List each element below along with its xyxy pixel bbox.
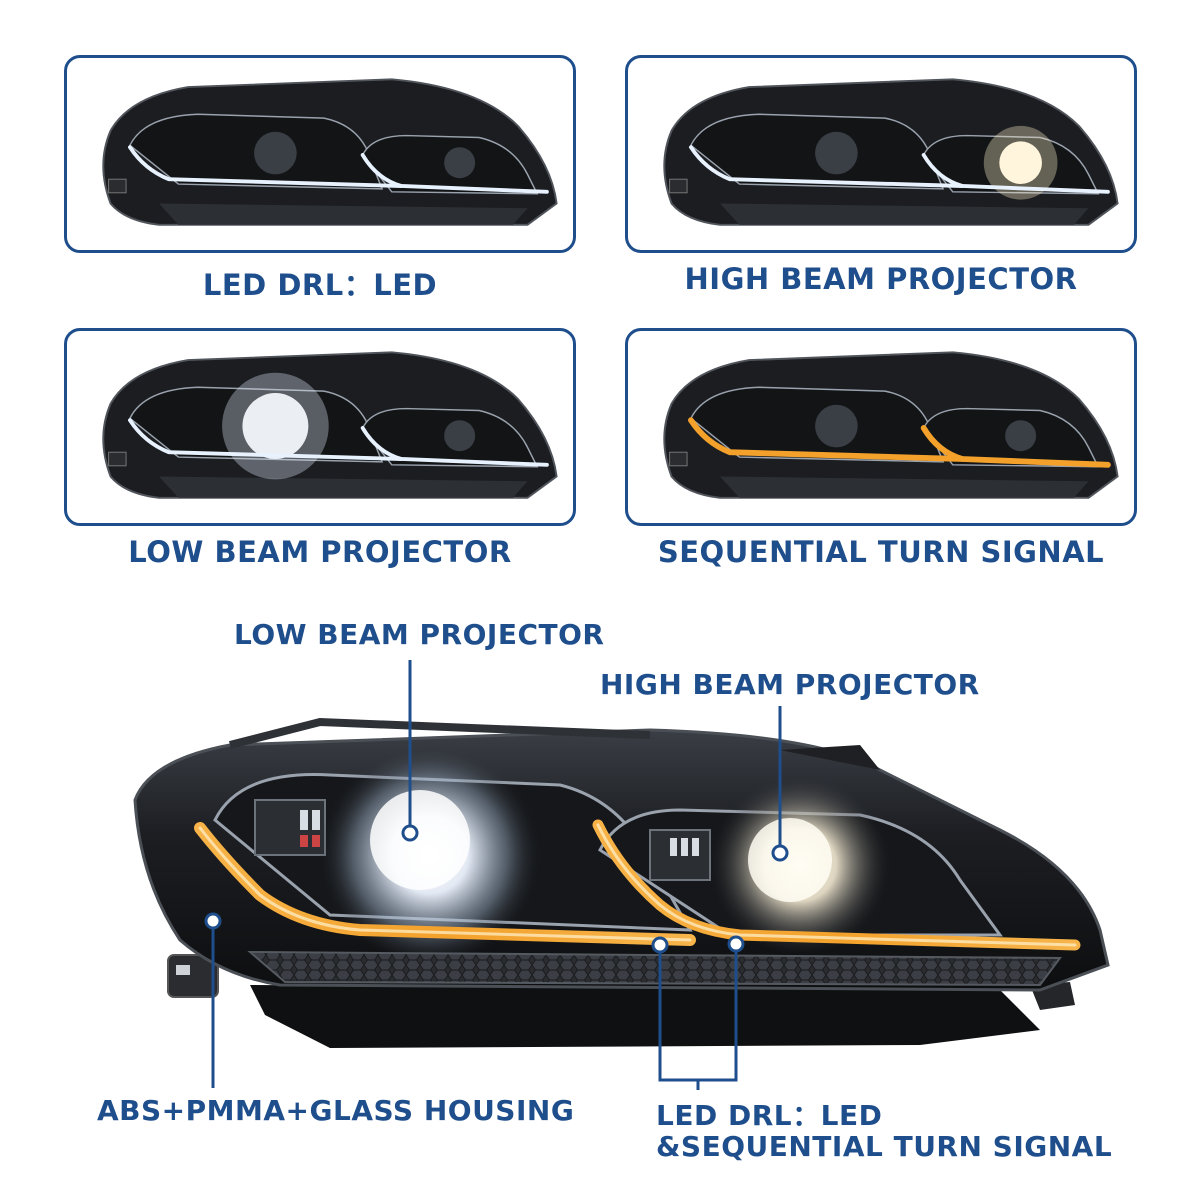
honeycomb-strip bbox=[247, 950, 1062, 987]
mini-low-beam-halo bbox=[222, 372, 329, 480]
mini-drl-right bbox=[920, 425, 1111, 468]
mini-drl-left bbox=[688, 417, 966, 462]
mini-low-beam bbox=[815, 131, 858, 175]
mini-drl-left bbox=[689, 145, 965, 188]
caption-led-drl: LED DRL：LED bbox=[202, 268, 438, 302]
marker-low-beam bbox=[401, 824, 419, 842]
mini-low-beam bbox=[242, 393, 309, 459]
caption-turn-signal: SEQUENTIAL TURN SIGNAL bbox=[657, 535, 1105, 569]
callout-drl-line2: &SEQUENTIAL TURN SIGNAL bbox=[656, 1130, 1113, 1163]
panel-low-beam bbox=[64, 328, 576, 526]
callout-drl-line1: LED DRL：LED bbox=[656, 1099, 883, 1132]
marker-housing bbox=[204, 912, 222, 930]
mini-high-beam bbox=[444, 147, 476, 179]
headlight-image-turn-signal bbox=[663, 351, 1119, 499]
housing-bottom bbox=[250, 985, 1040, 1048]
caption-high-beam: HIGH BEAM PROJECTOR bbox=[684, 262, 1078, 296]
mini-honeycomb bbox=[159, 203, 528, 225]
caption-low-beam: LOW BEAM PROJECTOR bbox=[128, 535, 512, 569]
mini-low-beam bbox=[815, 404, 858, 448]
mini-mount-tab bbox=[669, 451, 688, 467]
headlight-image-low-beam bbox=[102, 351, 558, 499]
headlight-image-drl bbox=[102, 78, 558, 226]
mini-high-beam-halo bbox=[983, 125, 1058, 200]
mini-honeycomb bbox=[720, 476, 1089, 498]
panel-led-drl bbox=[64, 55, 576, 253]
led-module-left bbox=[254, 799, 326, 856]
mini-drl-left bbox=[128, 418, 404, 461]
headlight-image-high-beam bbox=[663, 78, 1119, 226]
mini-mount-tab bbox=[669, 178, 688, 194]
headlight-hero-image bbox=[133, 660, 1110, 1090]
mini-honeycomb bbox=[159, 476, 528, 498]
mini-high-beam bbox=[999, 141, 1042, 185]
panel-high-beam bbox=[625, 55, 1137, 253]
panel-turn-signal bbox=[625, 328, 1137, 526]
mini-mount-tab bbox=[108, 178, 127, 194]
led-module-right bbox=[649, 829, 711, 881]
mini-honeycomb bbox=[720, 203, 1089, 225]
mini-drl-left bbox=[128, 145, 404, 188]
mini-high-beam bbox=[444, 420, 476, 452]
mini-mount-tab bbox=[108, 451, 127, 467]
callout-low-beam: LOW BEAM PROJECTOR bbox=[234, 618, 605, 651]
mini-drl-right bbox=[360, 153, 549, 194]
callout-housing: ABS+PMMA+GLASS HOUSING bbox=[97, 1094, 575, 1127]
mini-drl-right bbox=[921, 153, 1110, 194]
marker-high-beam bbox=[771, 844, 789, 862]
mini-high-beam bbox=[1005, 420, 1037, 452]
mini-low-beam bbox=[254, 131, 297, 175]
callout-high-beam: HIGH BEAM PROJECTOR bbox=[600, 668, 980, 701]
leader-drl bbox=[651, 935, 745, 1090]
mini-drl-right bbox=[360, 426, 549, 467]
